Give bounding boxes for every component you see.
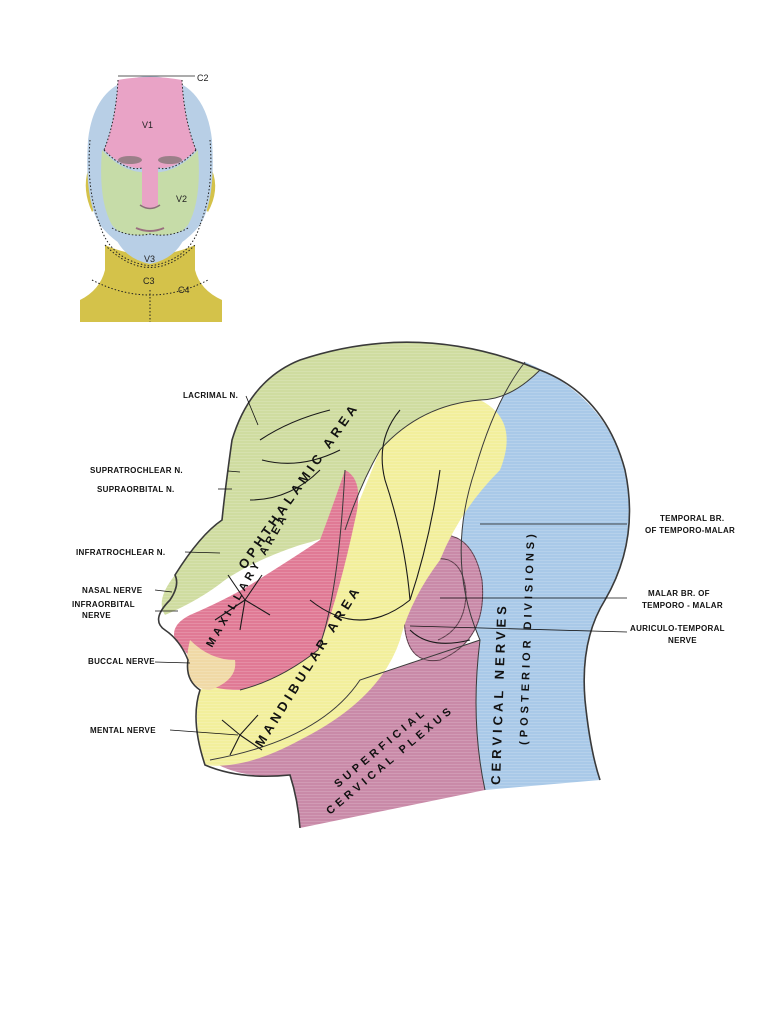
label-infraorbital-nerve: NERVE (82, 611, 111, 620)
region-c3-c4 (80, 245, 222, 322)
label-c3: C3 (143, 276, 155, 286)
label-auriculo-temporal: AURICULO-TEMPORAL (630, 624, 725, 633)
region-v1 (104, 77, 196, 209)
label-v1: V1 (142, 120, 153, 130)
region-label-cervical: CERVICAL NERVES (488, 602, 509, 785)
label-v3: V3 (144, 254, 155, 264)
nose (139, 204, 161, 210)
label-malar-br: MALAR BR. OF (648, 589, 710, 598)
right-eye (158, 156, 182, 164)
label-buccal: BUCCAL NERVE (88, 657, 155, 666)
label-auriculo-temporal-nerve: NERVE (668, 636, 697, 645)
label-mental: MENTAL NERVE (90, 726, 156, 735)
region-boundaries (209, 361, 541, 791)
label-c4: C4 (178, 285, 190, 295)
label-supraorbital: SUPRAORBITAL N. (97, 485, 175, 494)
label-temporal-br-2: OF TEMPORO-MALAR (645, 526, 735, 535)
left-eye (118, 156, 142, 164)
nerve-branches (214, 409, 471, 756)
label-lacrimal: LACRIMAL N. (183, 391, 238, 400)
label-infraorbital: INFRAORBITAL (72, 600, 135, 609)
label-supratrochlear: SUPRATROCHLEAR N. (90, 466, 183, 475)
head-outline (157, 341, 631, 829)
label-temporal-br: TEMPORAL BR. (660, 514, 724, 523)
front-boundaries (88, 79, 212, 322)
label-c2: C2 (197, 73, 209, 83)
label-infratrochlear: INFRATROCHLEAR N. (76, 548, 165, 557)
lips (135, 227, 165, 232)
label-v2: V2 (176, 194, 187, 204)
leader-lines (154, 395, 628, 736)
label-nasal: NASAL NERVE (82, 586, 143, 595)
region-v3 (112, 228, 188, 264)
label-malar-br-2: TEMPORO - MALAR (642, 601, 723, 610)
